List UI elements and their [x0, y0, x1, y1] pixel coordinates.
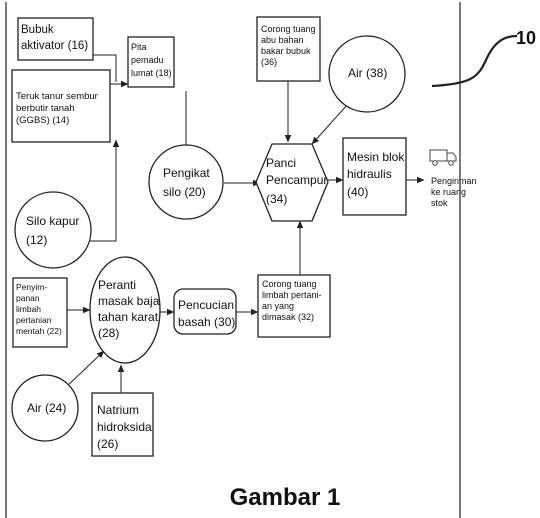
node-pencucian-line-1: Pencucian — [178, 298, 234, 312]
reference-number: 10 — [516, 28, 536, 48]
node-silo-kapur: Silo kapur (12) — [14, 191, 92, 269]
node-panci-line-2: Pencampur — [266, 173, 327, 187]
node-peranti-line-1: Peranti — [98, 278, 136, 292]
node-pengiriman-line-2: ke ruang — [431, 187, 466, 197]
node-peranti: Peranti masak baja tahan karat (28) — [89, 256, 161, 364]
node-penyimpanan-line-4: pertanian — [16, 315, 52, 325]
node-corong-abu: Corong tuang abu bahan bakar bubuk (36) — [256, 16, 321, 82]
node-natrium-line-3: (26) — [97, 437, 118, 451]
node-pencucian-line-2: basah (30) — [178, 315, 235, 329]
node-corong-abu-line-3: bakar bubuk — [261, 46, 311, 56]
node-natrium-line-2: hidroksida — [97, 420, 152, 434]
node-peranti-line-4: (28) — [98, 326, 119, 340]
connectors — [63, 54, 425, 393]
node-pita-pemadu: Pita pemadu lumat (18) — [127, 36, 175, 88]
node-corong-limbah-line-4: dimasak (32) — [262, 312, 314, 322]
node-air-38-label: Air (38) — [348, 66, 387, 80]
node-silo-kapur-line-1: Silo kapur — [26, 214, 79, 228]
node-silo-kapur-line-2: (12) — [26, 233, 47, 247]
node-pengiriman-line-1: Pengiriman — [431, 176, 477, 186]
node-pita-pemadu-line-1: Pita — [131, 42, 147, 52]
node-natrium: Natrium hidroksida (26) — [91, 392, 154, 457]
node-corong-abu-line-2: abu bahan — [261, 35, 304, 45]
edge-air24-peranti — [63, 350, 105, 390]
node-pengikat-silo-line-1: Pengikat — [163, 166, 210, 180]
delivery-truck-icon — [429, 149, 457, 166]
node-air-38: Air (38) — [328, 35, 406, 113]
node-terak-tanur-line-3: (GGBS) (14) — [16, 115, 69, 126]
node-pengiriman: Pengiriman ke ruang stok — [431, 176, 477, 208]
node-pengikat-silo: Pengikat silo (20) — [148, 144, 224, 220]
node-penyimpanan: Penyim- panan limbah pertanian mentah (2… — [12, 277, 68, 348]
node-penyimpanan-line-3: limbah — [16, 304, 41, 314]
node-pita-pemadu-line-3: lumat (18) — [131, 68, 172, 78]
node-terak-tanur-line-1: Teruk tanur sembur — [16, 91, 98, 102]
node-penyimpanan-line-2: panan — [16, 293, 40, 303]
node-panci-line-1: Panci — [266, 156, 296, 170]
edge-bubuk-junction — [93, 54, 117, 82]
node-pengikat-silo-line-2: silo (20) — [163, 185, 206, 199]
node-peranti-line-2: masak baja — [98, 294, 160, 308]
node-mesin-blok: Mesin blok hidraulis (40) — [342, 137, 407, 216]
node-penyimpanan-line-1: Penyim- — [16, 282, 47, 292]
node-bubuk-aktivator-line-2: aktivator (16) — [21, 40, 88, 52]
node-panci-pencampur: Panci Pencampur (34) — [255, 143, 329, 222]
node-corong-limbah-line-1: Corong tuang — [262, 279, 317, 289]
node-mesin-blok-line-2: hidraulis — [347, 167, 392, 181]
reference-leader-line — [431, 34, 518, 88]
node-pencucian: Pencucian basah (30) — [173, 288, 237, 335]
edge-air38-panci — [311, 103, 349, 145]
node-corong-abu-line-1: Corong tuang — [261, 24, 316, 34]
node-terak-tanur-line-2: berbutir tanah — [16, 103, 75, 114]
node-bubuk-aktivator: Bubuk aktivator (16) — [17, 17, 94, 61]
node-terak-tanur: Teruk tanur sembur berbutir tanah (GGBS)… — [11, 69, 111, 143]
node-corong-limbah-line-2: limbah pertani- — [262, 290, 322, 300]
node-penyimpanan-line-5: mentah (22) — [16, 326, 62, 336]
figure-title: Gambar 1 — [230, 484, 341, 511]
node-corong-limbah-line-3: an yang — [262, 301, 294, 311]
node-peranti-line-3: tahan karat — [98, 310, 159, 324]
node-bubuk-aktivator-line-1: Bubuk — [21, 24, 54, 36]
node-mesin-blok-line-1: Mesin blok — [347, 150, 405, 164]
node-corong-limbah: Corong tuang limbah pertani- an yang dim… — [257, 274, 331, 338]
node-natrium-line-1: Natrium — [97, 403, 139, 417]
node-air-24-label: Air (24) — [27, 401, 66, 415]
node-pengiriman-line-3: stok — [431, 198, 448, 208]
node-corong-abu-line-4: (36) — [261, 57, 277, 67]
node-mesin-blok-line-3: (40) — [347, 185, 368, 199]
node-panci-line-3: (34) — [266, 192, 287, 206]
node-air-24: Air (24) — [11, 374, 79, 442]
node-pita-pemadu-line-2: pemadu — [131, 55, 164, 65]
edge-silo-kapur-junction — [90, 139, 120, 242]
